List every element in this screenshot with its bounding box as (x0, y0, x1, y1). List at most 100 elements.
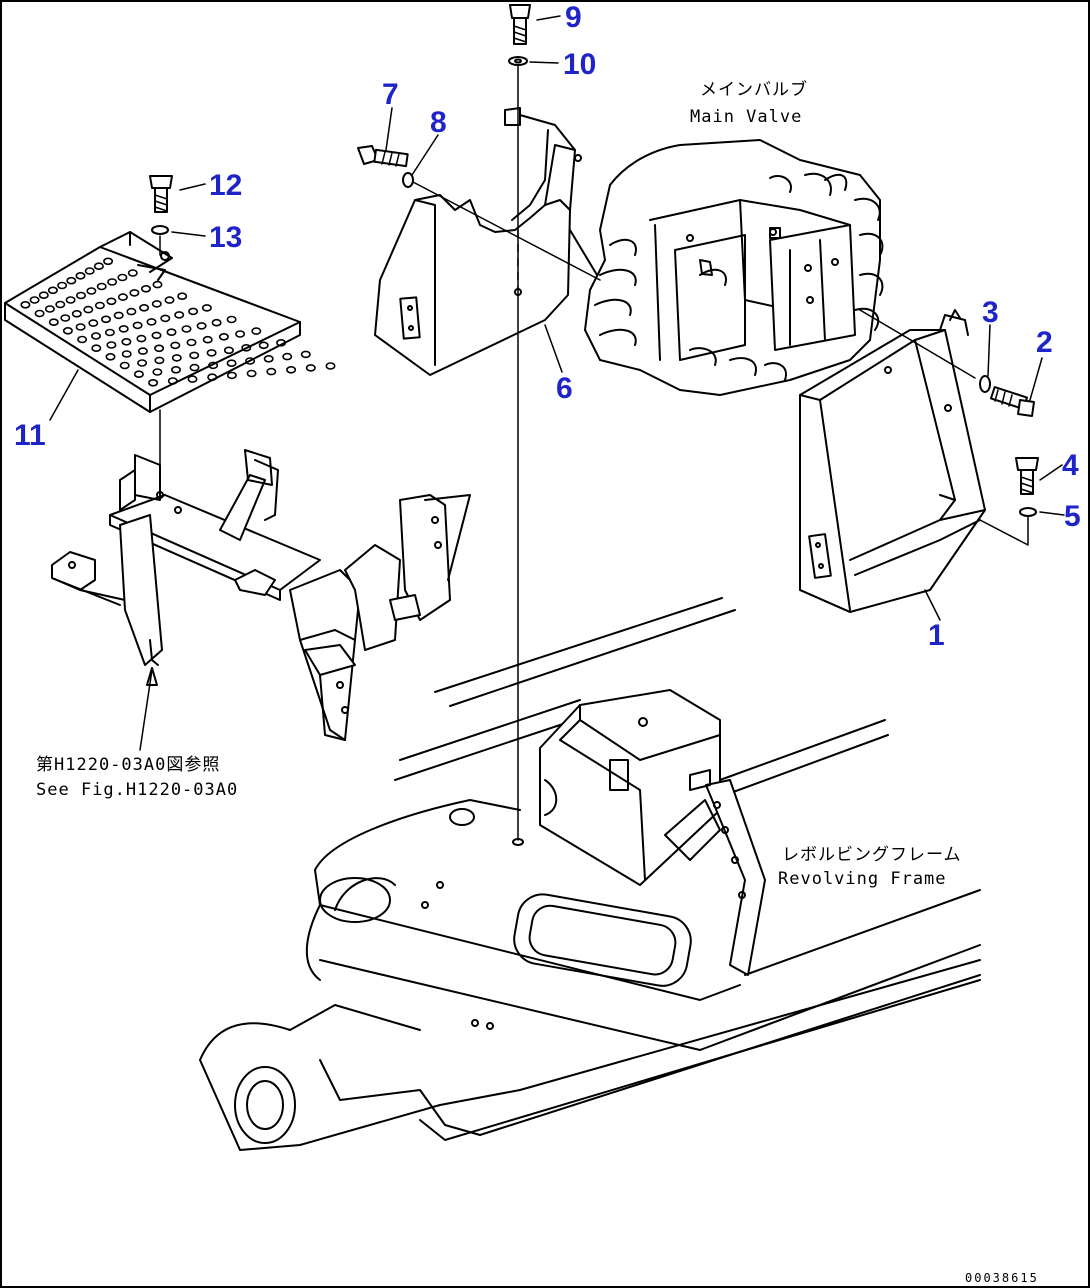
plate-dimple (263, 354, 274, 363)
plate-dimple (146, 318, 157, 326)
plate-dimple (96, 282, 107, 291)
main-valve (584, 139, 884, 396)
callout-labels: 1 2 3 4 5 6 7 8 9 10 11 12 13 (14, 1, 1081, 652)
plate-dimple (118, 325, 129, 333)
plate-dimple (44, 305, 55, 313)
plate-dimple (103, 257, 114, 266)
plate-dimple (71, 309, 82, 318)
plate-dimple (166, 328, 177, 337)
plate-dimple (75, 323, 86, 331)
plate-dimple (189, 351, 200, 360)
plate-dimple (106, 297, 117, 306)
plate-dimple (251, 327, 262, 335)
valve-cover-left (374, 107, 601, 376)
plate-dimple (258, 341, 269, 350)
step-support-bracket (51, 449, 471, 741)
callout-9: 9 (565, 1, 582, 34)
plate-dimple (113, 311, 124, 320)
plate-dimple (62, 326, 73, 335)
plate-dimple (57, 281, 68, 290)
plate-dimple (186, 338, 197, 347)
main-valve-label-jp: メインバルブ (700, 79, 808, 100)
plate-dimple (202, 335, 213, 344)
plate-dimple (151, 300, 162, 308)
plate-dimple (196, 322, 207, 330)
plate-dimple (34, 309, 45, 318)
leader-lines (49, 15, 1065, 751)
revolving-frame-label-en: Revolving Frame (778, 869, 947, 889)
bolt-2 (989, 386, 1035, 417)
plate-dimple (86, 287, 97, 295)
washer-13 (151, 225, 169, 235)
callout-8: 8 (430, 106, 447, 139)
plate-dimple (65, 296, 76, 304)
callout-2: 2 (1036, 326, 1053, 359)
plate-dimple (160, 314, 171, 323)
plate-dimple (119, 361, 130, 370)
plate-dimple (48, 318, 59, 327)
callout-1: 1 (928, 619, 945, 652)
plate-dimple (84, 267, 95, 275)
plate-dimple (171, 354, 182, 362)
plate-dimple (139, 303, 150, 312)
plate-dimple (137, 359, 148, 367)
plate-dimple (20, 300, 31, 309)
plate-dimple (206, 349, 217, 357)
plate-dimple (211, 318, 222, 327)
plate-dimple (75, 271, 86, 280)
plate-dimple (151, 331, 162, 340)
plate-dimple (276, 338, 287, 347)
plate-dimple (91, 332, 102, 340)
plate-dimple (105, 352, 116, 361)
plate-dimple (286, 365, 297, 374)
plate-dimple (152, 368, 163, 376)
valve-cover-right (799, 309, 986, 613)
plate-dimple (94, 301, 105, 310)
washer-8 (402, 172, 414, 188)
plate-dimple (245, 357, 256, 365)
plate-dimple (137, 347, 148, 355)
see-figure-note-en: See Fig.H1220-03A0 (36, 780, 238, 800)
main-valve-label-en: Main Valve (690, 107, 802, 127)
plate-dimple (132, 321, 143, 330)
plate-dimple (148, 378, 159, 387)
plate-dimple (246, 369, 257, 378)
callout-12: 12 (209, 169, 242, 202)
plate-dimple (201, 304, 212, 312)
callout-13: 13 (209, 221, 242, 254)
callout-11: 11 (14, 419, 46, 452)
plate-dimple (226, 315, 237, 324)
plate-dimple (29, 296, 40, 304)
plate-dimple (66, 276, 77, 285)
plate-dimple (235, 330, 246, 338)
plate-dimple (241, 343, 252, 352)
plate-dimple (121, 350, 132, 358)
plate-dimple (207, 373, 218, 382)
see-figure-note-jp: 第H1220-03A0図参照 (36, 755, 220, 775)
plate-dimple (167, 377, 178, 385)
plate-dimple (282, 352, 293, 361)
washer-10 (508, 56, 528, 66)
drawing-code: 00038615 (965, 1271, 1039, 1285)
plate-dimple (223, 346, 234, 355)
washer-5 (1019, 507, 1037, 517)
plate-dimple (88, 319, 99, 327)
plate-dimple (38, 291, 49, 300)
plate-dimple (266, 367, 277, 376)
plate-dimple (76, 291, 87, 300)
callout-4: 4 (1062, 449, 1079, 482)
plate-dimple (55, 300, 66, 309)
callout-10: 10 (563, 48, 596, 81)
plate-dimple (93, 262, 104, 271)
plate-dimple (117, 273, 128, 282)
plate-dimple (181, 325, 192, 333)
callout-6: 6 (556, 372, 573, 405)
callout-5: 5 (1064, 500, 1081, 533)
plate-dimple (133, 370, 144, 379)
plate-dimple (106, 341, 117, 349)
plate-dimple (187, 375, 198, 383)
plate-dimple (129, 289, 140, 297)
bolt-9 (509, 4, 531, 45)
